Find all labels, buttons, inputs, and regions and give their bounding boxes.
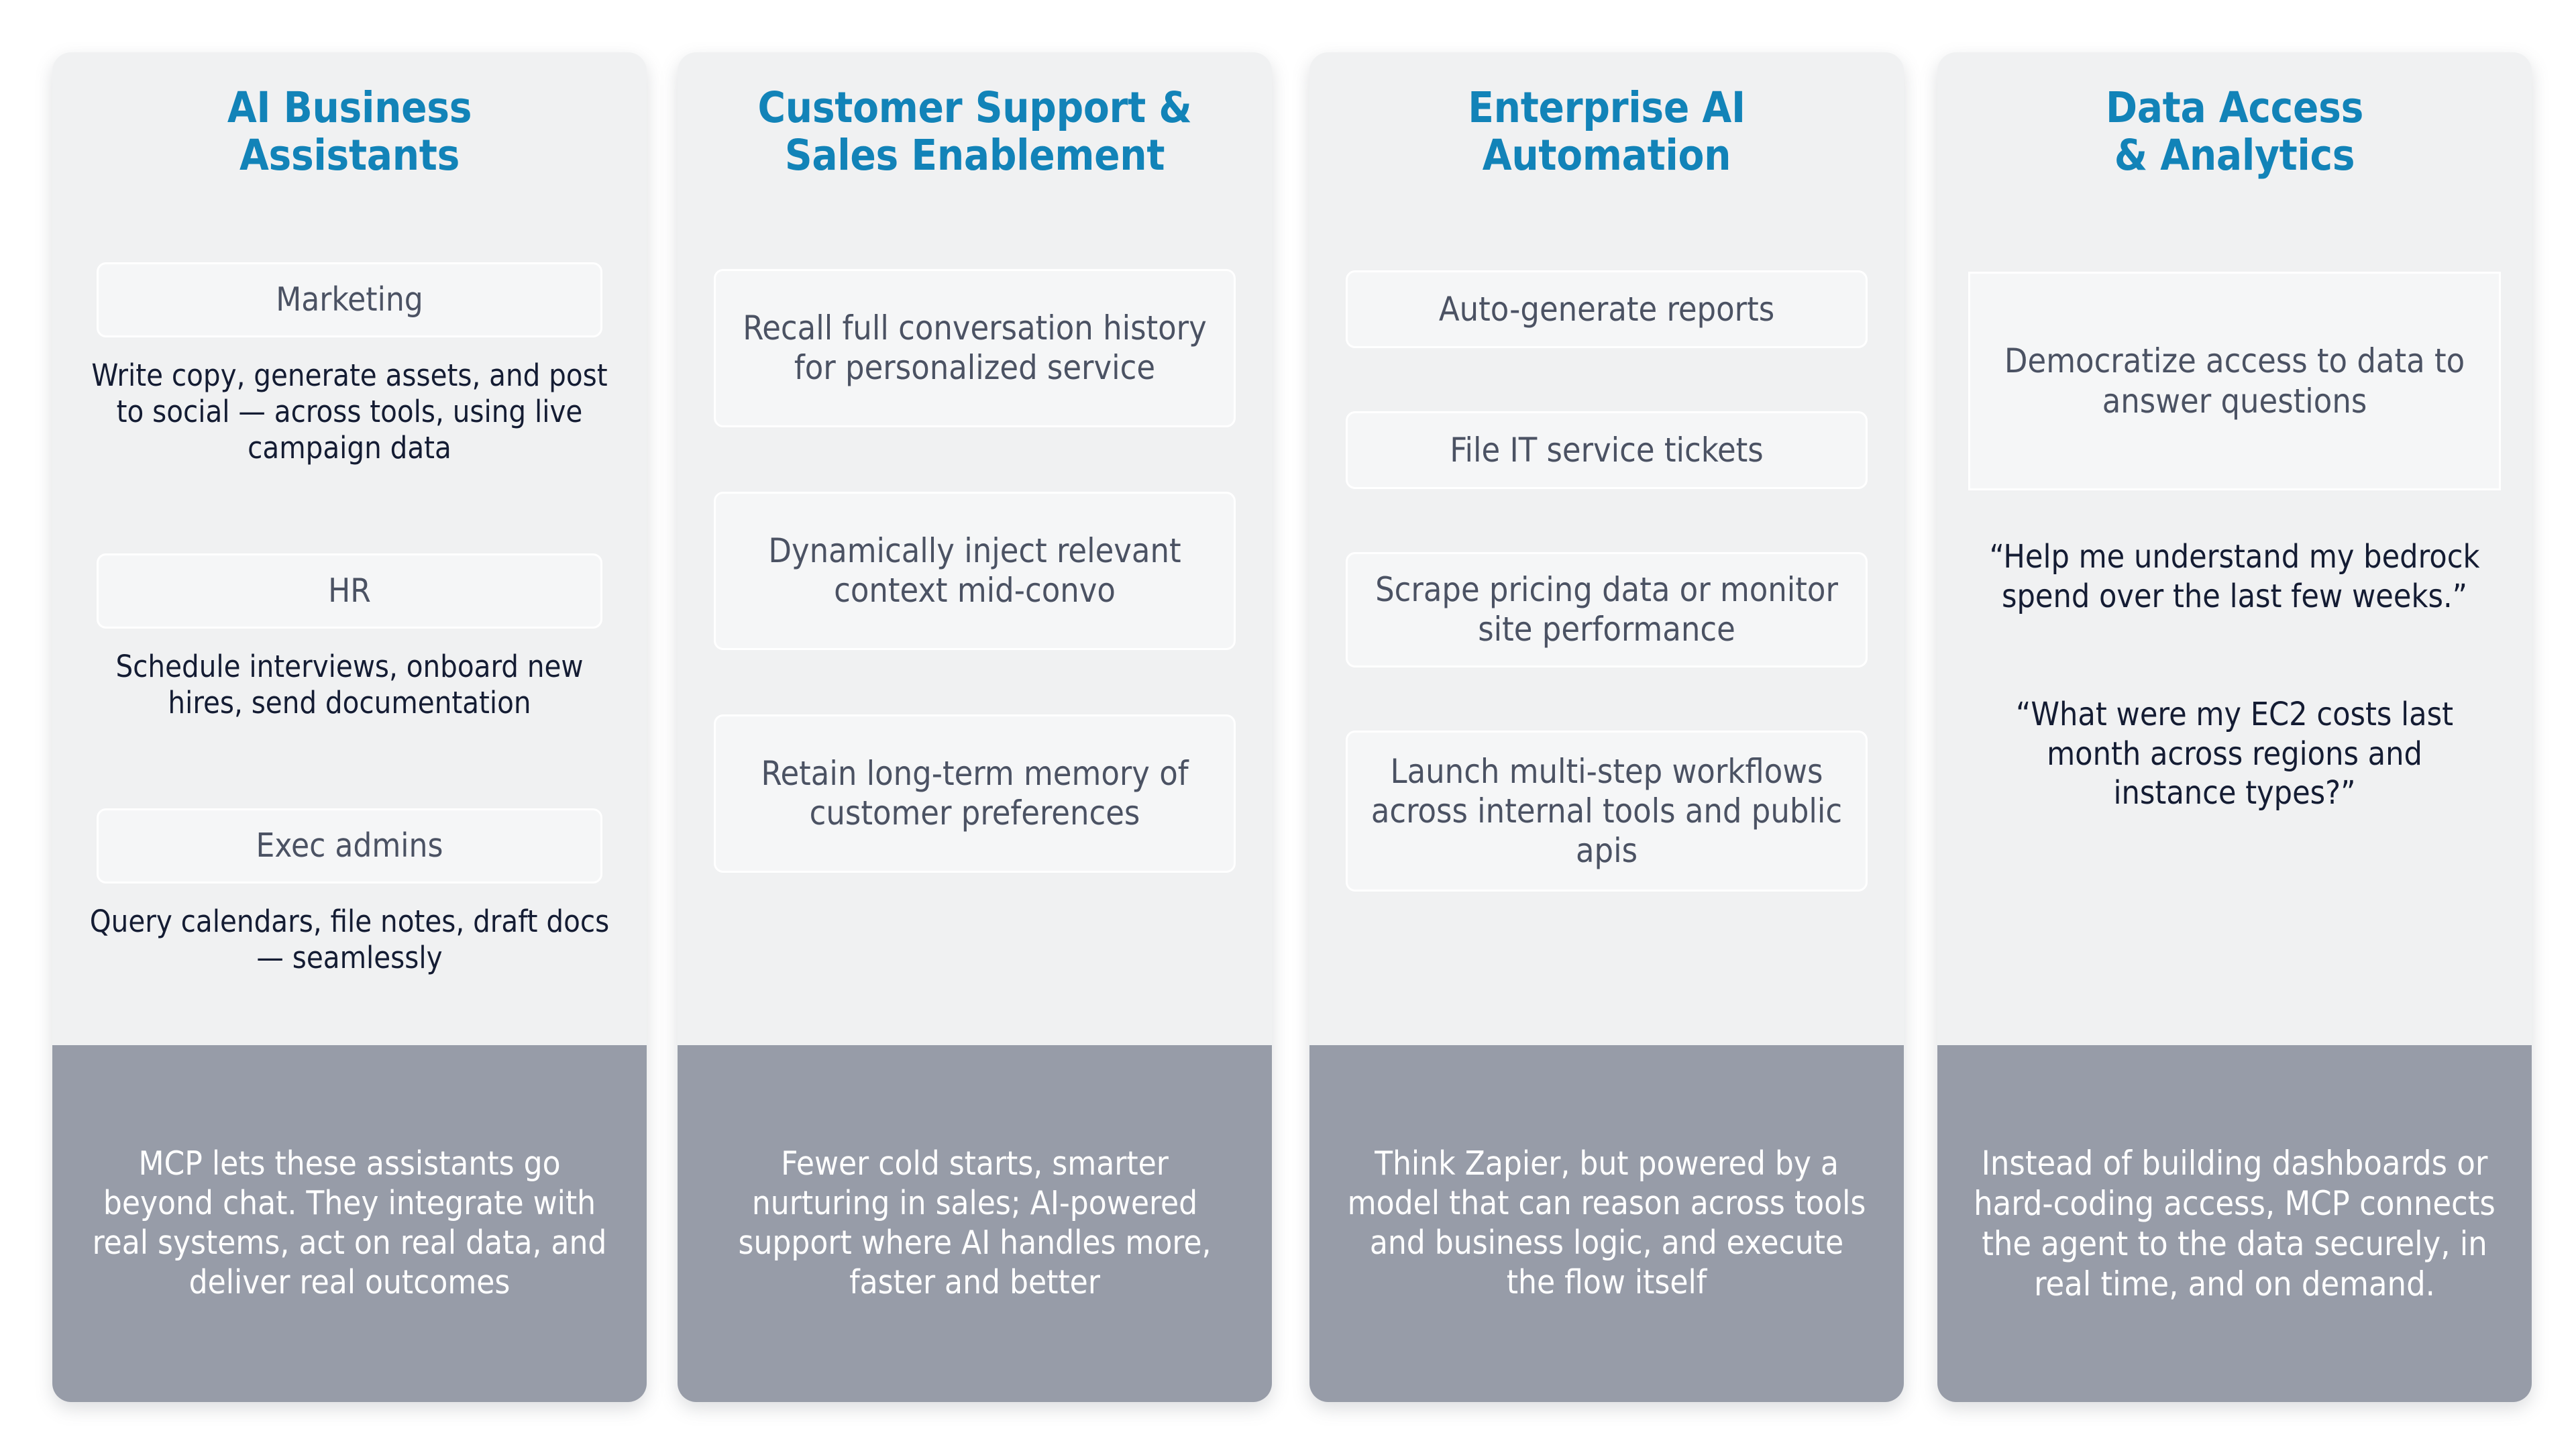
column-items: Auto-generate reports File IT service ti… <box>1309 270 1904 892</box>
example-quote: “What were my EC2 costs last month acros… <box>2015 696 2454 812</box>
column-footer: Think Zapier, but powered by a model tha… <box>1309 1045 1904 1402</box>
column-footer: Fewer cold starts, smarter nurturing in … <box>678 1045 1272 1402</box>
column-title-line-2: Automation <box>1482 130 1731 180</box>
item-chip[interactable]: Recall full conversation history for per… <box>714 269 1236 428</box>
column-items: Democratize access to data to answer que… <box>1937 272 2532 813</box>
column-body: Customer Support &Sales Enablement Recal… <box>678 52 1272 1045</box>
item-chip[interactable]: Retain long-term memory of customer pref… <box>714 714 1236 873</box>
column-customer-support-sales-enablement: Customer Support &Sales Enablement Recal… <box>678 52 1272 1402</box>
column-items: Marketing Write copy, generate assets, a… <box>52 262 647 976</box>
column-title-line-1: Data Access <box>2105 83 2364 132</box>
item-chip[interactable]: Dynamically inject relevant context mid-… <box>714 492 1236 651</box>
item-chip[interactable]: Auto-generate reports <box>1346 270 1868 349</box>
column-title: Customer Support &Sales Enablement <box>678 52 1272 179</box>
item-chip[interactable]: Democratize access to data to answer que… <box>1968 272 2501 491</box>
item-chip[interactable]: Scrape pricing data or monitor site perf… <box>1346 552 1868 668</box>
column-title-line-2: Assistants <box>239 130 460 180</box>
column-items: Recall full conversation history for per… <box>678 269 1272 873</box>
item-chip[interactable]: File IT service tickets <box>1346 411 1868 490</box>
item-description: Schedule interviews, onboard new hires, … <box>115 649 584 721</box>
item-chip[interactable]: Marketing <box>97 262 602 338</box>
column-title-line-2: Sales Enablement <box>784 130 1165 180</box>
column-title-line-2: & Analytics <box>2114 130 2355 180</box>
item-chip[interactable]: HR <box>97 553 602 629</box>
item-chip[interactable]: Launch multi-step workflows across inter… <box>1346 731 1868 892</box>
column-title-line-1: AI Business <box>227 83 472 132</box>
example-quote: “Help me understand my bedrock spend ove… <box>1989 538 2480 615</box>
column-body: Data Access& Analytics Democratize acces… <box>1937 52 2532 1045</box>
column-title-line-1: Customer Support & <box>757 83 1192 132</box>
item-description: Write copy, generate assets, and post to… <box>91 358 608 466</box>
item-description: Query calendars, file notes, draft docs … <box>89 904 610 976</box>
column-title-line-1: Enterprise AI <box>1468 83 1746 132</box>
column-footer: MCP lets these assistants go beyond chat… <box>52 1045 647 1402</box>
column-data-access-analytics: Data Access& Analytics Democratize acces… <box>1937 52 2532 1402</box>
column-footer: Instead of building dashboards or hard-c… <box>1937 1045 2532 1402</box>
column-title: Data Access& Analytics <box>1937 52 2532 179</box>
item-chip[interactable]: Exec admins <box>97 808 602 884</box>
